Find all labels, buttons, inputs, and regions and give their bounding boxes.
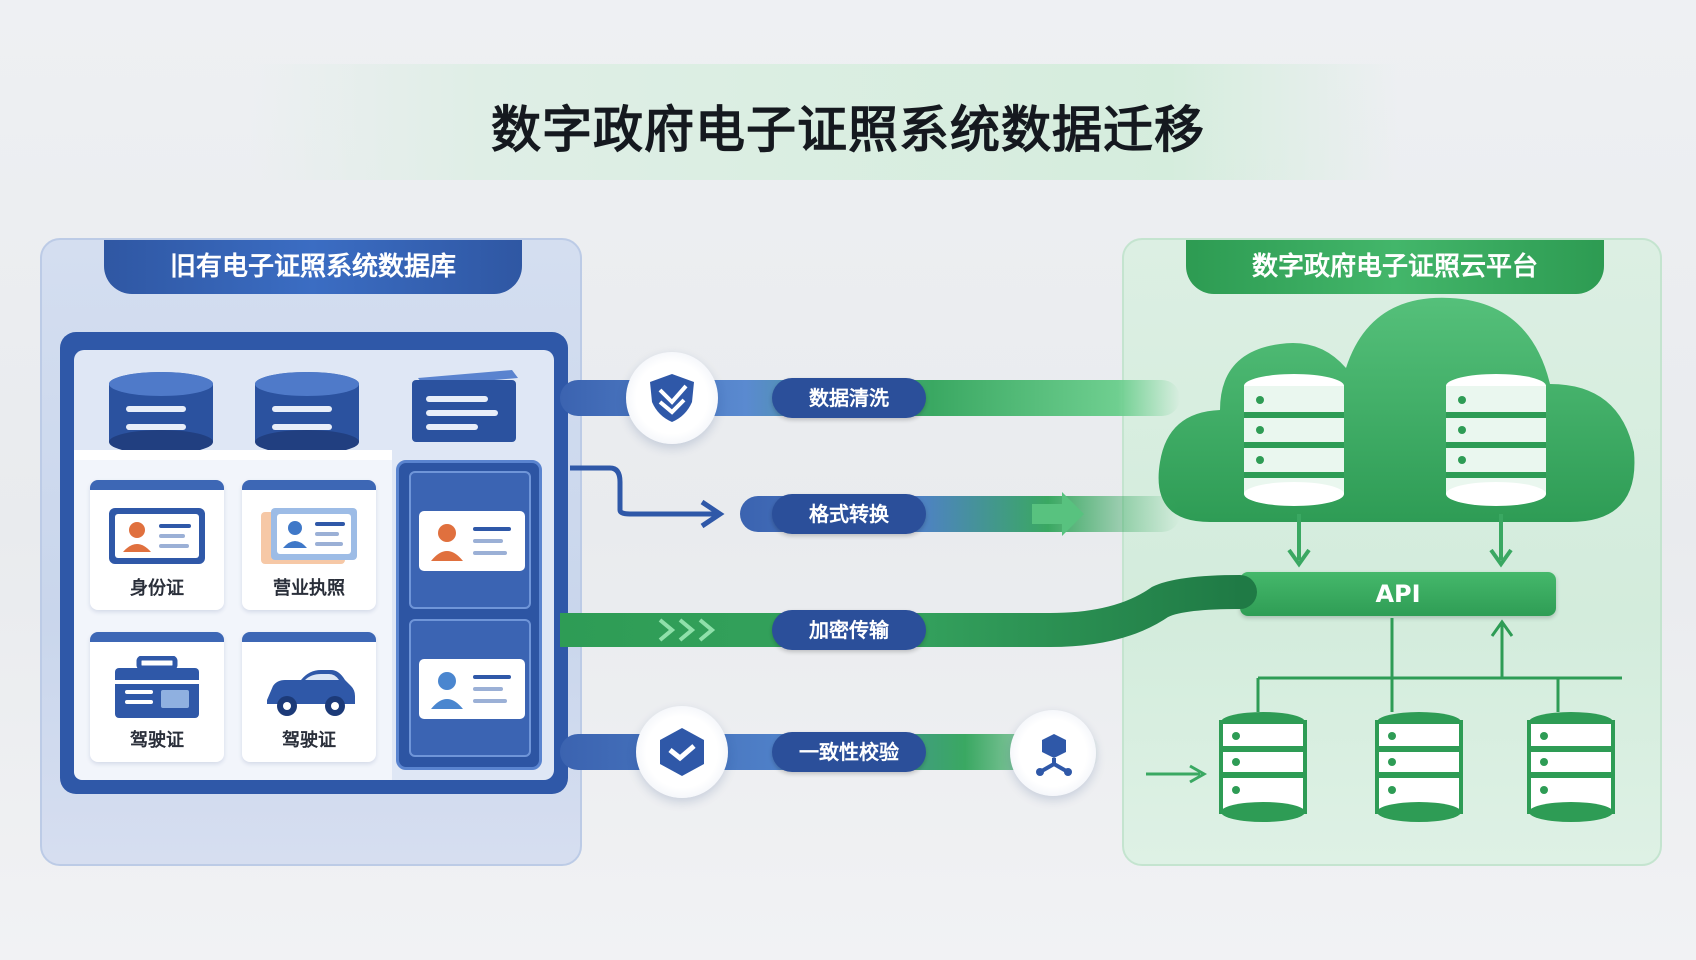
right-arrow-icon [1146, 764, 1208, 784]
certificate-card-driving-license-car[interactable]: 驾驶证 [242, 632, 376, 762]
cloud-database-icon [1446, 374, 1546, 506]
legacy-database-cabinet: 身份证 营业执照 [60, 332, 568, 794]
certificate-card-business-license[interactable]: 营业执照 [242, 480, 376, 610]
arrow-icon [1032, 492, 1084, 536]
business-license-icon [261, 508, 357, 564]
database-cylinder-icon [255, 372, 359, 454]
storage-database-icon [1527, 712, 1615, 822]
storage-database-icon [1219, 712, 1307, 822]
certificate-label: 营业执照 [273, 578, 345, 599]
network-node-icon [1036, 734, 1072, 776]
page-title: 数字政府电子证照系统数据迁移 [491, 101, 1205, 159]
step-label-format-conversion: 格式转换 [772, 494, 926, 534]
id-card-icon [109, 508, 205, 564]
down-arrow-icon [1287, 514, 1311, 568]
certificate-label: 驾驶证 [282, 730, 336, 751]
profile-card-blue-icon [419, 659, 525, 719]
server-box-icon [412, 370, 518, 442]
step-icon-consistency-check[interactable] [636, 706, 728, 798]
legacy-system-panel: 旧有电子证照系统数据库 [40, 238, 582, 866]
toolbox-icon [115, 656, 199, 718]
file-rack [396, 460, 542, 770]
api-connector-lines [1256, 618, 1622, 712]
cabinet-interior: 身份证 营业执照 [74, 350, 554, 780]
cloud-icon [1158, 297, 1635, 522]
car-icon [267, 670, 355, 716]
database-cylinder-icon [109, 372, 213, 454]
encrypted-pipe [560, 575, 1257, 647]
step-icon-data-cleaning[interactable] [626, 352, 718, 444]
step-label-data-cleaning: 数据清洗 [772, 378, 926, 418]
cloud-database-icon [1244, 374, 1344, 506]
step-label-encrypted-transmission: 加密传输 [772, 610, 926, 650]
file-drawer[interactable] [409, 471, 531, 609]
check-hexagon-icon [660, 728, 704, 776]
step-label-consistency-check: 一致性校验 [772, 732, 926, 772]
api-gateway-bar[interactable]: API [1240, 572, 1556, 616]
storage-database-icon [1375, 712, 1463, 822]
file-drawer[interactable] [409, 619, 531, 757]
certificate-card-id[interactable]: 身份证 [90, 480, 224, 610]
legacy-system-title: 旧有电子证照系统数据库 [104, 240, 522, 294]
connector-curve [570, 465, 725, 529]
title-background-band [250, 64, 1400, 180]
certificate-label: 身份证 [130, 578, 184, 599]
cloud-platform-title: 数字政府电子证照云平台 [1186, 240, 1604, 294]
down-arrow-icon [1489, 514, 1513, 568]
certificate-label: 驾驶证 [130, 730, 184, 751]
certificate-card-driving-license-toolbox[interactable]: 驾驶证 [90, 632, 224, 762]
step-icon-verification-node[interactable] [1010, 710, 1096, 796]
profile-card-orange-icon [419, 511, 525, 571]
data-clean-shield-icon [650, 374, 694, 422]
